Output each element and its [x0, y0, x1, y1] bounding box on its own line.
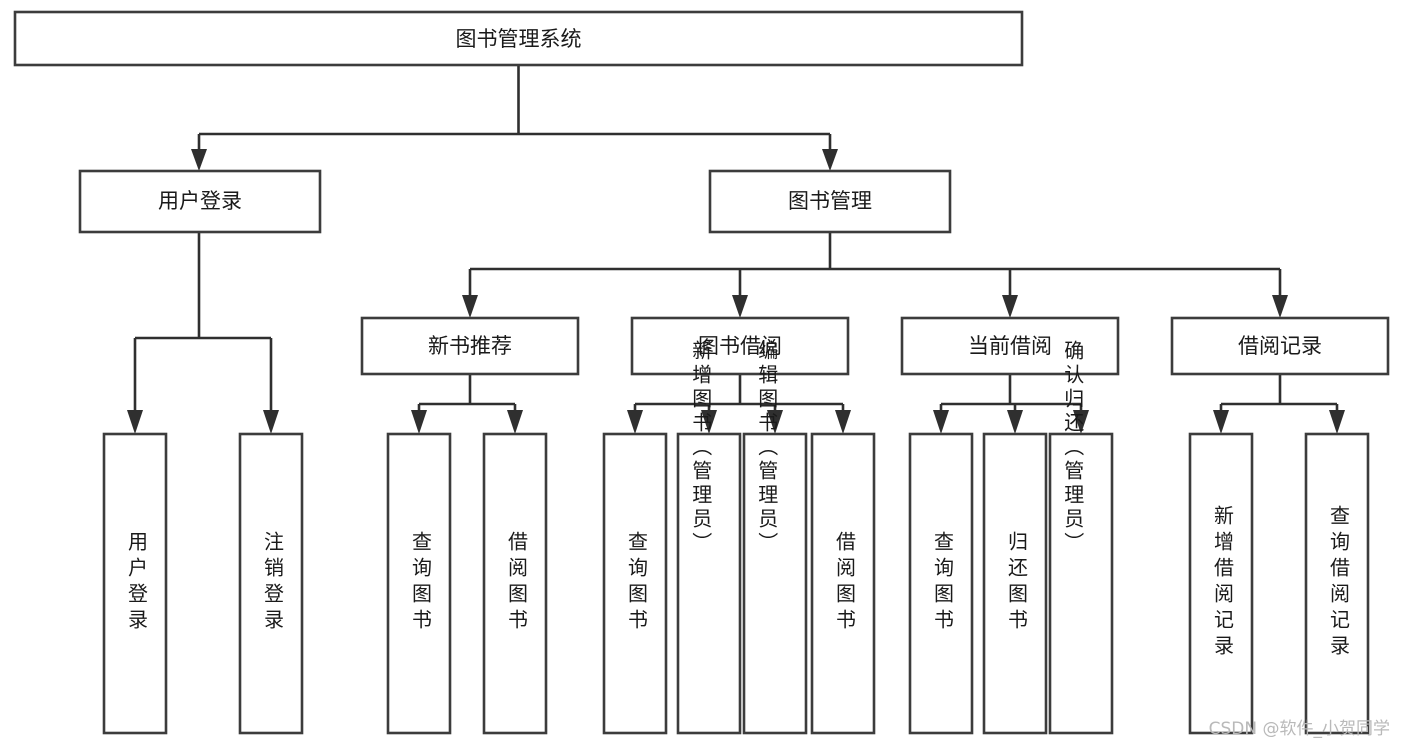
arrowhead-currentborrow-leaf3 — [1073, 410, 1089, 434]
book-management-label: 图书管理 — [788, 189, 872, 213]
connector-layer — [127, 65, 1345, 434]
leaf-label: 查询图书 — [409, 531, 433, 635]
node-current-borrow[interactable]: 当前借阅 — [900, 316, 1120, 376]
leaf-node-borrowrecords-add[interactable]: 新增借阅记录 — [1188, 432, 1254, 735]
leaf-node-user-login-login[interactable]: 用户登录 — [102, 432, 168, 735]
leaf-box[interactable] — [386, 432, 452, 735]
node-book-management[interactable]: 图书管理 — [708, 169, 952, 234]
leaf-node-user-login-logout[interactable]: 注销登录 — [238, 432, 304, 735]
arrowhead-user-login — [191, 149, 207, 171]
arrowhead-bookborrow-leaf1 — [627, 410, 643, 434]
leaf-label: 用户登录 — [125, 531, 149, 635]
arrowhead-currentborrow-leaf2 — [1007, 410, 1023, 434]
leaf-node-currentborrow-confirm-return[interactable]: 确认归还（管理员） — [1048, 340, 1114, 735]
leaf-box[interactable] — [1048, 432, 1114, 735]
arrowhead-bookborrow-leaf4 — [835, 410, 851, 434]
csdn-watermark: CSDN @软件_小贺同学 — [1209, 719, 1390, 739]
leaf-label: 新增借阅记录 — [1211, 505, 1235, 661]
borrow-records-box[interactable] — [1170, 316, 1390, 376]
arrowhead-borrowrecords-leaf1 — [1213, 410, 1229, 434]
leaf-node-bookborrow-query[interactable]: 查询图书 — [602, 432, 668, 735]
leaf-box[interactable] — [908, 432, 974, 735]
arrowhead-newbook-leaf2 — [507, 410, 523, 434]
current-borrow-box[interactable] — [900, 316, 1120, 376]
leaf-box[interactable] — [676, 432, 742, 735]
leaf-node-newbook-borrow[interactable]: 借阅图书 — [482, 432, 548, 735]
leaf-node-bookborrow-borrow[interactable]: 借阅图书 — [810, 432, 876, 735]
new-book-recommend-box[interactable] — [360, 316, 580, 376]
leaf-label: 编辑图书（管理员） — [755, 340, 779, 556]
leaf-box[interactable] — [742, 432, 808, 735]
leaf-label: 借阅图书 — [505, 531, 529, 635]
leaf-label: 查询图书 — [625, 531, 649, 635]
leaf-box[interactable] — [482, 432, 548, 735]
node-root-book-management-system[interactable]: 图书管理系统 — [13, 10, 1024, 67]
arrowhead-newbook-leaf1 — [411, 410, 427, 434]
user-login-label: 用户登录 — [158, 189, 242, 213]
leaf-box[interactable] — [102, 432, 168, 735]
leaf-label: 归还图书 — [1005, 531, 1029, 635]
leaf-box[interactable] — [982, 432, 1048, 735]
borrow-records-label: 借阅记录 — [1238, 334, 1322, 358]
arrowhead-new-book-recommend — [462, 295, 478, 318]
leaf-label: 查询图书 — [931, 531, 955, 635]
arrowhead-userlogin-leaf2 — [263, 410, 279, 434]
leaf-box[interactable] — [810, 432, 876, 735]
node-new-book-recommend[interactable]: 新书推荐 — [360, 316, 580, 376]
arrowhead-userlogin-leaf1 — [127, 410, 143, 434]
root-label: 图书管理系统 — [456, 27, 582, 51]
leaf-label: 新增图书（管理员） — [689, 340, 713, 556]
new-book-recommend-label: 新书推荐 — [428, 334, 512, 358]
leaf-label: 借阅图书 — [833, 531, 857, 635]
arrowhead-bookborrow-leaf3 — [767, 410, 783, 434]
node-borrow-records[interactable]: 借阅记录 — [1170, 316, 1390, 376]
leaf-node-newbook-query[interactable]: 查询图书 — [386, 432, 452, 735]
arrowhead-borrow-records — [1272, 295, 1288, 318]
leaf-node-currentborrow-query[interactable]: 查询图书 — [908, 432, 974, 735]
arrowhead-borrowrecords-leaf2 — [1329, 410, 1345, 434]
leaf-node-bookborrow-edit[interactable]: 编辑图书（管理员） — [742, 340, 808, 735]
leaf-node-currentborrow-return[interactable]: 归还图书 — [982, 432, 1048, 735]
node-book-borrow[interactable]: 图书借阅 — [630, 316, 850, 376]
leaf-box[interactable] — [1188, 432, 1254, 735]
leaf-box[interactable] — [1304, 432, 1370, 735]
book-borrow-label: 图书借阅 — [698, 334, 782, 358]
leaf-box[interactable] — [238, 432, 304, 735]
leaf-node-borrowrecords-query[interactable]: 查询借阅记录 — [1304, 432, 1370, 735]
arrowhead-book-manage — [822, 149, 838, 171]
book-borrow-box[interactable] — [630, 316, 850, 376]
arrowhead-current-borrow — [1002, 295, 1018, 318]
current-borrow-label: 当前借阅 — [968, 334, 1052, 358]
node-user-login[interactable]: 用户登录 — [78, 169, 322, 234]
leaf-label: 确认归还（管理员） — [1061, 340, 1085, 556]
root-box[interactable] — [13, 10, 1024, 67]
leaf-box[interactable] — [602, 432, 668, 735]
book-management-box[interactable] — [708, 169, 952, 234]
leaf-label: 查询借阅记录 — [1327, 505, 1351, 661]
user-login-box[interactable] — [78, 169, 322, 234]
arrowhead-book-borrow — [732, 295, 748, 318]
leaf-node-bookborrow-add[interactable]: 新增图书（管理员） — [676, 340, 742, 735]
arrowhead-currentborrow-leaf1 — [933, 410, 949, 434]
arrowhead-bookborrow-leaf2 — [701, 410, 717, 434]
leaf-label: 注销登录 — [261, 531, 285, 635]
